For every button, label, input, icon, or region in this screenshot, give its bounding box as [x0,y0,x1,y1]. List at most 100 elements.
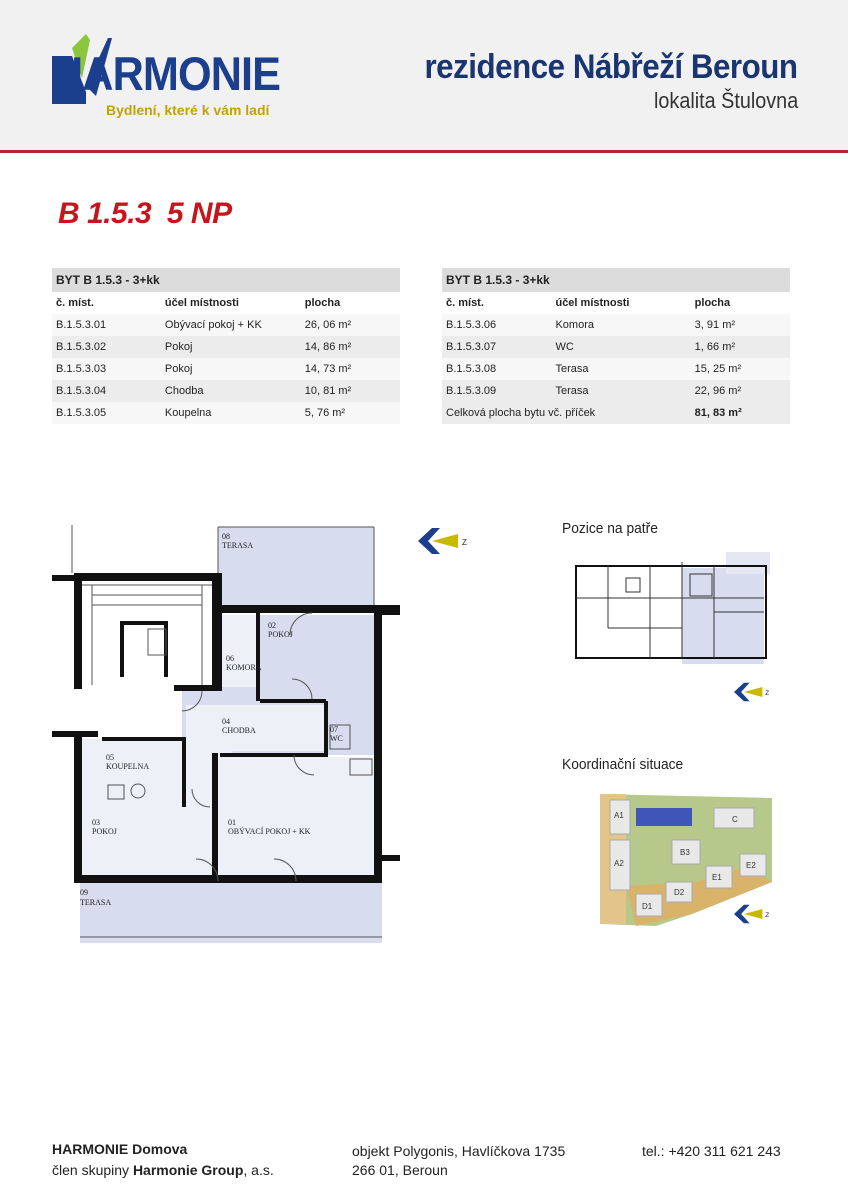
table-total-row: Celková plocha bytu vč. příček 81, 83 m² [442,402,790,424]
room-area: 14, 73 m² [300,358,400,380]
north-label: Z [765,690,769,697]
north-label: Z [462,538,467,547]
rooms-table-left: BYT B 1.5.3 - 3+kk č. míst. účel místnos… [52,268,400,424]
floor-plan: 08 TERASA 02 POKOJ 06 KOMORA 04 CHODBA 0… [52,525,400,943]
room-purpose: Koupelna [160,402,301,424]
room-purpose: Obývací pokoj + KK [160,314,301,336]
room-area: 26, 06 m² [300,314,400,336]
room-label-06-num: 06 [226,654,234,663]
page-header [0,0,848,150]
room-id: B.1.5.3.08 [442,358,552,380]
room-purpose: WC [551,336,691,358]
table-row: B.1.5.3.09 Terasa 22, 96 m² [442,380,790,402]
footer-phone: tel.: +420 311 621 243 [642,1143,781,1159]
column-header: č. míst. [52,292,161,314]
room-label-02-name: POKOJ [268,630,293,639]
table-title: BYT B 1.5.3 - 3+kk [442,268,790,292]
site-subtitle: lokalita Štulovna [653,88,798,113]
room-purpose: Pokoj [160,336,301,358]
footer-group: člen skupiny Harmonie Group, a.s. [52,1162,274,1178]
room-area: 10, 81 m² [300,380,400,402]
building-label: D2 [674,888,685,897]
room-label-01-name: OBÝVACÍ POKOJ + KK [228,826,311,836]
building-label: E1 [712,873,722,882]
group-prefix: člen skupiny [52,1162,133,1178]
total-value: 81, 83 m² [690,402,790,424]
room-purpose: Komora [551,314,691,336]
building-label: B3 [680,848,690,857]
room-purpose: Chodba [160,380,301,402]
room-label-01-num: 01 [228,818,236,827]
plan-lines [71,525,382,938]
room-label-09-name: TERASA [80,898,111,907]
room-area: 22, 96 m² [690,380,790,402]
floor-position-plan [575,552,770,664]
floor-position-title: Pozice na patře [562,520,658,537]
site-plan-map: A1 A2 B3 C D1 D2 E1 E2 [600,794,772,926]
column-header: č. míst. [442,292,552,314]
room-purpose: Terasa [551,380,691,402]
group-name: Harmonie Group [132,1162,244,1178]
footer-address-line2: 266 01, Beroun [352,1162,448,1178]
site-plan-title: Koordinační situace [562,756,684,773]
logo-wordmark: HARMONIE [52,47,281,100]
room-label-05-num: 05 [106,753,114,762]
room-label-04-num: 04 [222,717,230,726]
room-id: B.1.5.3.05 [52,402,161,424]
room-label-05-name: KOUPELNA [106,762,149,771]
table-title: BYT B 1.5.3 - 3+kk [52,268,400,292]
header-divider [0,150,848,153]
footer-address-line1: objekt Polygonis, Havlíčkova 1735 [352,1143,566,1159]
room-id: B.1.5.3.01 [52,314,161,336]
room-label-03-num: 03 [92,818,100,827]
group-suffix: , a.s. [243,1162,274,1178]
room-label-07-name: WC [330,734,343,743]
building-label: D1 [642,902,653,911]
building-label: A1 [614,811,624,820]
room-id: B.1.5.3.02 [52,336,161,358]
room-id: B.1.5.3.04 [52,380,161,402]
table-row: B.1.5.3.02 Pokoj 14, 86 m² [52,336,400,358]
room-area: 1, 66 m² [690,336,790,358]
table-row: B.1.5.3.01 Obývací pokoj + KK 26, 06 m² [52,314,400,336]
north-arrow-site-icon: Z [734,904,769,924]
room-area: 15, 25 m² [690,358,790,380]
building-label: C [732,815,738,824]
room-id: B.1.5.3.06 [442,314,552,336]
table-row: B.1.5.3.08 Terasa 15, 25 m² [442,358,790,380]
room-purpose: Pokoj [160,358,301,380]
building-label: A2 [614,859,624,868]
unit-heading: B 1.5.3 5 NP [58,197,232,230]
logo-tagline: Bydlení, které k vám ladí [106,102,270,118]
column-header: plocha [690,292,790,314]
room-area: 14, 86 m² [300,336,400,358]
room-labels: 08 TERASA 02 POKOJ 06 KOMORA 04 CHODBA 0… [80,532,343,907]
table-row: B.1.5.3.05 Koupelna 5, 76 m² [52,402,400,424]
room-purpose: Terasa [551,358,691,380]
table-row: B.1.5.3.03 Pokoj 14, 73 m² [52,358,400,380]
room-id: B.1.5.3.03 [52,358,161,380]
room-label-08-name: TERASA [222,541,253,550]
room-id: B.1.5.3.09 [442,380,552,402]
table-row: B.1.5.3.07 WC 1, 66 m² [442,336,790,358]
walls [52,573,400,883]
footer-company: HARMONIE Domova [52,1141,188,1157]
column-header: plocha [300,292,400,314]
room-label-02-num: 02 [268,621,276,630]
room-label-09-num: 09 [80,888,88,897]
column-header: účel místnosti [551,292,691,314]
room-label-03-name: POKOJ [92,827,117,836]
room-label-06-name: KOMORA [226,663,262,672]
room-id: B.1.5.3.07 [442,336,552,358]
column-header: účel místnosti [160,292,301,314]
north-label: Z [765,912,769,919]
room-area: 5, 76 m² [300,402,400,424]
table-row: B.1.5.3.04 Chodba 10, 81 m² [52,380,400,402]
building-label: E2 [746,861,756,870]
room-label-07-num: 07 [330,725,338,734]
room-label-04-name: CHODBA [222,726,256,735]
north-arrow-small-icon: Z [734,682,769,702]
room-white [82,615,378,879]
table-row: B.1.5.3.06 Komora 3, 91 m² [442,314,790,336]
room-label-08-num: 08 [222,532,230,541]
